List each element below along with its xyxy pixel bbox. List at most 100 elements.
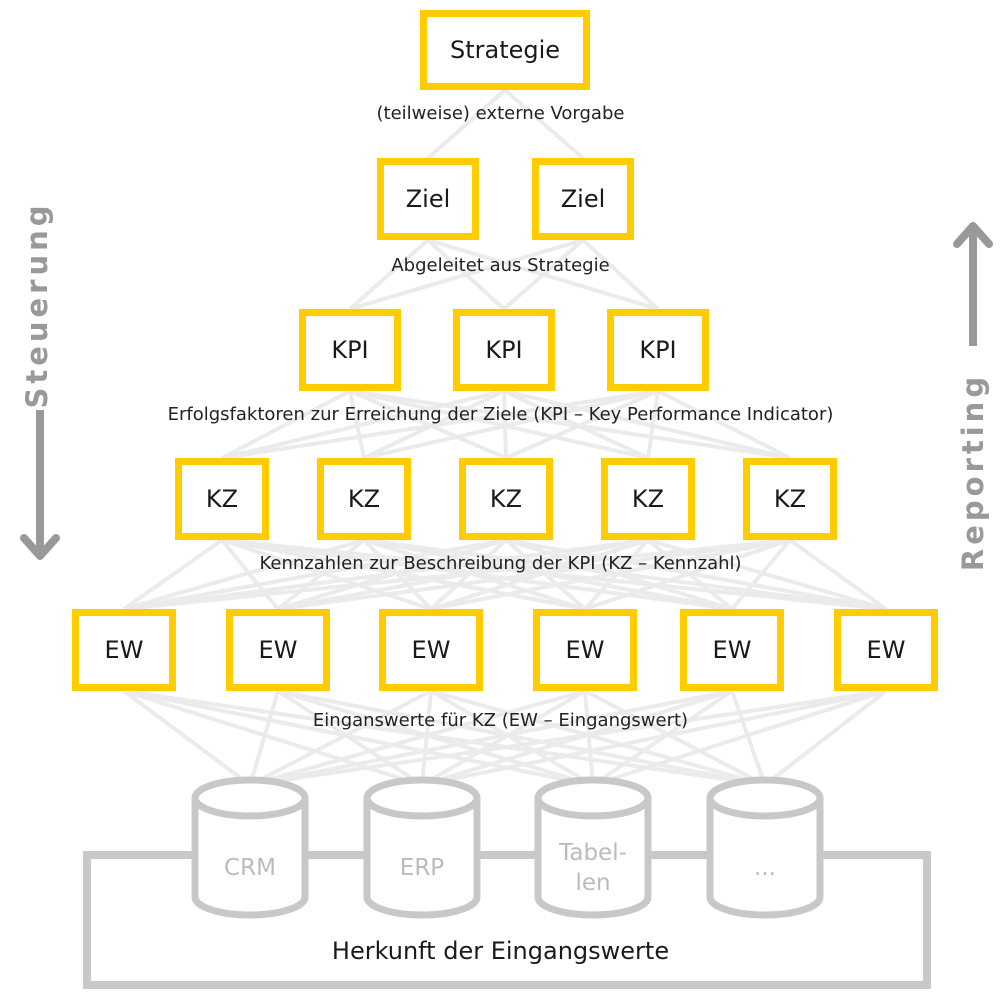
strategie-node-label: Strategie (449, 36, 561, 64)
data-source-group (83, 776, 931, 989)
connector-line (123, 538, 365, 611)
connector-line (505, 389, 659, 460)
database-icon (363, 776, 481, 919)
connector-line (426, 88, 507, 160)
eingangswerte-node: EW (680, 609, 784, 691)
steuerung-arrow-arrowhead (20, 534, 60, 560)
direction-arrows (20, 222, 993, 560)
kennzahlen-node: KZ (317, 458, 411, 540)
connector-line (277, 538, 791, 611)
connector-line (421, 689, 586, 787)
ziel-caption: Abgeleitet aus Strategie (391, 255, 610, 276)
ziele-node: Ziel (377, 158, 479, 240)
ziele-node: Ziel (532, 158, 634, 240)
connector-line (503, 389, 791, 460)
connector-line (421, 689, 887, 787)
data-source-label: Tabel- len (559, 840, 627, 896)
connector-line (248, 690, 280, 786)
strategie-caption: (teilweise) externe Vorgabe (376, 103, 625, 124)
data-source-label: ERP (399, 855, 445, 881)
source-frame (83, 851, 931, 989)
connector-line (730, 538, 792, 611)
eingangswerte-node: EW (834, 609, 938, 691)
kennzahlen-node: KZ (459, 458, 553, 540)
connector-lines (122, 88, 888, 787)
connector-line (277, 689, 594, 787)
source-caption: Herkunft der Eingangswerte (331, 937, 670, 965)
connector-line (277, 689, 766, 787)
connector-line (788, 538, 888, 611)
connector-line (249, 689, 733, 787)
kpis-node: KPI (453, 309, 555, 391)
eingangswerte-node-label: EW (411, 636, 451, 664)
database-icon (706, 776, 824, 919)
connector-line (420, 690, 433, 786)
connector-line (429, 689, 595, 787)
connector-line (363, 389, 659, 460)
connector-line (763, 689, 888, 787)
connector-line (349, 238, 584, 311)
connector-line (503, 88, 585, 160)
connector-line (657, 389, 791, 460)
eingangswerte-node-label: EW (258, 636, 298, 664)
connector-line (584, 538, 791, 611)
connector-line (349, 389, 791, 460)
ew-caption: Einganswerte für KZ (EW – Eingangswert) (312, 710, 689, 731)
database-icon (191, 776, 309, 919)
eingangswerte-node-label: EW (712, 636, 752, 664)
eingangswerte-node: EW (226, 609, 330, 691)
connector-line (581, 238, 660, 311)
kennzahlen-node-label: KZ (489, 485, 523, 513)
connector-line (583, 690, 595, 786)
kennzahlen-node: KZ (601, 458, 695, 540)
connector-line (584, 689, 766, 787)
kz-caption: Kennzahlen zur Beschreibung der KPI (KZ … (259, 553, 742, 574)
ziele-node-label: Ziel (405, 185, 451, 213)
kpi-caption: Erfolgsfaktoren zur Erreichung der Ziele… (167, 404, 834, 425)
connector-line (123, 689, 766, 787)
kennzahlen-node: KZ (175, 458, 269, 540)
connector-line (221, 389, 351, 460)
connector-line (123, 689, 594, 787)
connector-line (221, 538, 586, 611)
eingangswerte-node-label: EW (565, 636, 605, 664)
connector-line (502, 238, 585, 311)
connector-line (122, 538, 224, 611)
eingangswerte-node: EW (72, 609, 176, 691)
eingangswerte-node: EW (379, 609, 483, 691)
kennzahlen-node-label: KZ (631, 485, 665, 513)
kennzahlen-node-label: KZ (347, 485, 381, 513)
data-source-label: ... (754, 855, 776, 881)
connector-line (503, 389, 649, 460)
kpis-node-label: KPI (639, 336, 677, 364)
eingangswerte-node-label: EW (104, 636, 144, 664)
connector-line (249, 689, 586, 787)
connector-line (221, 389, 505, 460)
connector-line (592, 689, 887, 787)
connector-line (123, 538, 649, 611)
ziele-node-label: Ziel (560, 185, 606, 213)
strategie-node: Strategie (420, 10, 590, 90)
connector-line (122, 689, 252, 787)
connector-line (730, 690, 767, 786)
kpis-node: KPI (607, 309, 709, 391)
connector-line (349, 389, 649, 460)
data-source-label: CRM (224, 855, 276, 881)
connector-line (249, 689, 432, 787)
reporting-arrow-arrowhead (953, 222, 993, 248)
kennzahlen-node-label: KZ (205, 485, 239, 513)
eingangswerte-node: EW (533, 609, 637, 691)
connector-line (646, 390, 660, 459)
connector-line (221, 389, 659, 460)
connector-line (221, 538, 432, 611)
kennzahlen-node: KZ (743, 458, 837, 540)
connector-line (123, 538, 791, 611)
reporting-label: Reporting (956, 372, 990, 572)
connector-line (348, 238, 430, 311)
database-icon (534, 776, 652, 919)
connector-line (430, 538, 791, 611)
steuerung-label: Steuerung (20, 201, 54, 409)
connector-line (123, 538, 507, 611)
kpis-node: KPI (299, 309, 401, 391)
